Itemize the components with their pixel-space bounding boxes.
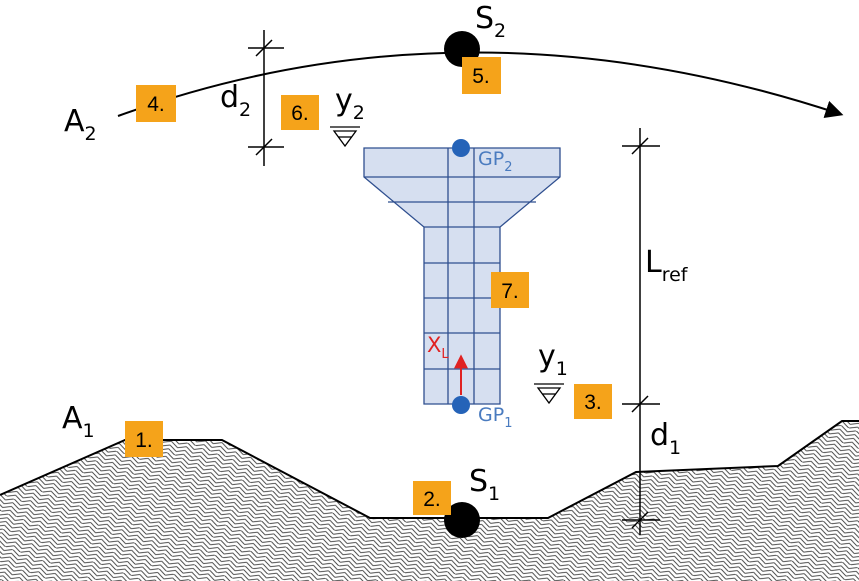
label-a1: A1 — [62, 401, 95, 442]
step-label-5: 5. — [472, 65, 490, 88]
pier-mesh — [364, 148, 560, 404]
label-y2: y2 — [335, 83, 365, 124]
y2-level-marker — [330, 126, 360, 148]
step-box-3: 3. — [574, 384, 612, 419]
label-s2: S2 — [475, 1, 506, 42]
label-s1: S1 — [469, 464, 500, 505]
label-gp1: GP1 — [478, 404, 512, 431]
gp2-point — [452, 139, 470, 157]
step-box-6: 6. — [281, 95, 319, 130]
step-label-1: 1. — [135, 429, 153, 452]
step-label-6: 6. — [291, 102, 309, 125]
d2-dimension — [248, 30, 284, 166]
step-box-5: 5. — [462, 57, 501, 94]
label-xl: XL — [427, 333, 449, 362]
step-box-2: 2. — [413, 481, 451, 515]
y1-level-marker — [534, 383, 564, 405]
label-d1: d1 — [650, 418, 681, 459]
label-y1: y1 — [538, 339, 568, 380]
step-label-4: 4. — [147, 93, 165, 116]
step-box-7: 7. — [491, 272, 529, 308]
label-a2: A2 — [64, 104, 97, 145]
step-label-2: 2. — [423, 488, 441, 511]
step-label-3: 3. — [584, 391, 602, 414]
s1-point — [444, 502, 480, 538]
label-gp2: GP2 — [478, 148, 512, 175]
step-box-4: 4. — [136, 85, 176, 122]
terrain-area — [0, 421, 859, 581]
step-box-1: 1. — [125, 421, 163, 457]
pier — [363, 147, 561, 405]
step-label-7: 7. — [501, 280, 519, 303]
lref-dimension — [622, 128, 660, 535]
pier-outline — [363, 147, 561, 405]
gp1-point — [452, 396, 470, 414]
label-lref: Lref — [645, 245, 689, 286]
label-d2: d2 — [220, 80, 251, 121]
